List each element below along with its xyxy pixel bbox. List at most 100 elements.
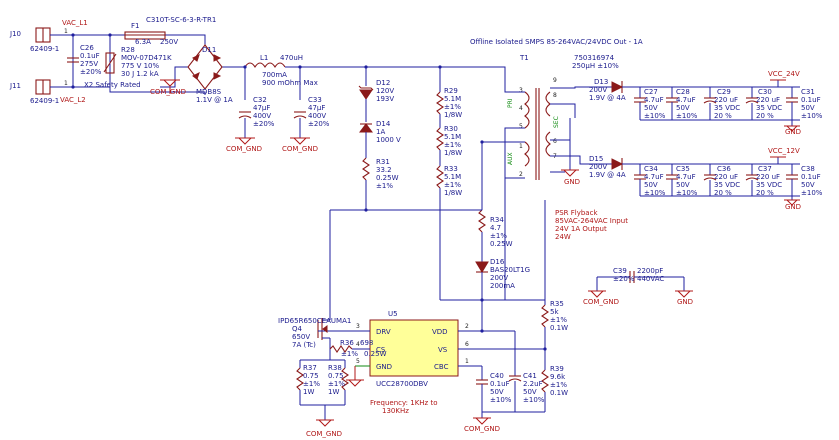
svg-text:X2 Safety Rated: X2 Safety Rated: [84, 81, 141, 89]
svg-text:R36: R36: [340, 339, 354, 347]
svg-text:35 VDC: 35 VDC: [714, 181, 740, 189]
svg-text:698: 698: [360, 339, 373, 347]
svg-text:220 uF: 220 uF: [756, 96, 780, 104]
svg-text:2: 2: [519, 171, 523, 178]
svg-text:COM_GND: COM_GND: [150, 88, 186, 96]
svg-text:R39: R39: [550, 365, 564, 373]
svg-text:±20%: ±20%: [613, 275, 635, 283]
svg-text:GND: GND: [785, 203, 801, 211]
svg-text:200V: 200V: [490, 274, 508, 282]
svg-text:±1%: ±1%: [444, 103, 461, 111]
input-wires: [50, 34, 301, 100]
svg-text:±1%: ±1%: [341, 350, 358, 358]
capacitor-c38: C38 0.1uF 50V ±10%: [786, 164, 823, 197]
svg-text:DRV: DRV: [376, 328, 391, 336]
diode-d13: D13 200V 1.9V @ 4A: [589, 78, 800, 102]
svg-text:2.2uF: 2.2uF: [523, 380, 543, 388]
svg-text:D11: D11: [202, 46, 216, 54]
bridge-rectifier-d11: D11 MDB8S 1.1V @ 1A: [187, 44, 233, 104]
svg-text:SEC: SEC: [553, 116, 560, 128]
svg-text:C30: C30: [758, 88, 772, 96]
svg-text:0.1uF: 0.1uF: [801, 173, 821, 181]
svg-text:D12: D12: [376, 79, 390, 87]
svg-text:±1%: ±1%: [550, 316, 567, 324]
svg-text:250μH ±10%: 250μH ±10%: [572, 62, 619, 70]
capacitor-c39: COM_GND GND C39 2200pF ±20% 440VAC: [583, 267, 693, 306]
svg-text:50V: 50V: [676, 181, 690, 189]
svg-text:47μF: 47μF: [253, 104, 270, 112]
svg-text:COM_GND: COM_GND: [306, 430, 342, 438]
resistor-r34: R34 4.7 ±1% 0.25W: [478, 209, 513, 262]
capacitor-c35: C35 4.7uF 50V ±10%: [666, 164, 698, 197]
svg-text:C310T-SC-6-3-R-TR1: C310T-SC-6-3-R-TR1: [146, 16, 216, 24]
mosfet-q4: IPD65R650CEAUMA1 Q4 650V 7A (Tc): [278, 210, 351, 360]
svg-text:1000 V: 1000 V: [376, 136, 401, 144]
svg-text:440VAC: 440VAC: [637, 275, 664, 283]
resistor-r35: R35 5k ±1% 0.1W: [541, 300, 568, 370]
svg-text:C37: C37: [758, 165, 772, 173]
svg-text:5: 5: [519, 123, 523, 130]
svg-text:±10%: ±10%: [644, 189, 666, 197]
svg-text:C38: C38: [801, 165, 815, 173]
svg-text:MDB8S: MDB8S: [196, 88, 222, 96]
diode-d16: D16 BAS20LT1G 200V 200mA: [475, 258, 530, 330]
svg-text:200V: 200V: [589, 86, 607, 94]
svg-text:T1: T1: [519, 54, 529, 62]
svg-text:1/8W: 1/8W: [444, 111, 462, 119]
fuse-f1: F1 6.3A C310T-SC-6-3-R-TR1 250V: [124, 16, 216, 46]
svg-text:4.7uF: 4.7uF: [676, 173, 696, 181]
svg-text:5k: 5k: [550, 308, 559, 316]
svg-text:C35: C35: [676, 165, 690, 173]
svg-text:5.1M: 5.1M: [444, 95, 461, 103]
svg-text:33.2: 33.2: [376, 166, 392, 174]
svg-text:J10: J10: [9, 30, 21, 38]
svg-text:C28: C28: [676, 88, 690, 96]
svg-text:1A: 1A: [376, 128, 385, 136]
resistor-r36: R36 698 ±1% 0.25W: [329, 339, 387, 358]
svg-text:D16: D16: [490, 258, 505, 266]
svg-text:±10%: ±10%: [644, 112, 666, 120]
svg-text:0.25W: 0.25W: [364, 350, 387, 358]
svg-text:4.7uF: 4.7uF: [676, 96, 696, 104]
svg-text:220 uF: 220 uF: [714, 96, 738, 104]
svg-text:1.9V @ 4A: 1.9V @ 4A: [589, 171, 626, 179]
svg-text:20 %: 20 %: [714, 112, 732, 120]
svg-text:VAC_L1: VAC_L1: [62, 19, 88, 27]
svg-text:1.9V @ 4A: 1.9V @ 4A: [589, 94, 626, 102]
svg-text:200mA: 200mA: [490, 282, 515, 290]
svg-text:GND: GND: [564, 178, 580, 186]
svg-text:35 VDC: 35 VDC: [756, 181, 782, 189]
svg-text:4: 4: [356, 341, 360, 348]
svg-text:R38: R38: [328, 364, 342, 372]
inductor-l1: L1 470uH 700mA 900 mOhm Max: [244, 54, 440, 87]
resistor-r31: R31 33.2 0.25W ±1%: [376, 158, 399, 190]
svg-text:VCC_12V: VCC_12V: [768, 147, 800, 155]
svg-text:IPD65R650CEAUMA1: IPD65R650CEAUMA1: [278, 317, 351, 325]
svg-text:0.1uF: 0.1uF: [801, 96, 821, 104]
svg-text:20 %: 20 %: [756, 112, 774, 120]
svg-text:VAC_L2: VAC_L2: [60, 96, 86, 104]
svg-text:±10%: ±10%: [801, 112, 823, 120]
svg-text:6: 6: [465, 341, 469, 348]
svg-text:20 %: 20 %: [756, 189, 774, 197]
svg-text:4: 4: [519, 105, 523, 112]
svg-text:1.1V @ 1A: 1.1V @ 1A: [196, 96, 233, 104]
psr-note: PSR Flyback 85VAC-264VAC Input 24V 1A Ou…: [555, 209, 628, 241]
svg-text:Q4: Q4: [292, 325, 303, 333]
diode-d14: D14 1A 1000 V: [376, 120, 401, 144]
svg-text:5.1M: 5.1M: [444, 133, 461, 141]
capacitor-c37: C37 220 uF 35 VDC 20 %: [745, 164, 782, 197]
svg-text:±1%: ±1%: [303, 380, 320, 388]
svg-text:50V: 50V: [801, 104, 815, 112]
svg-text:1W: 1W: [303, 388, 314, 396]
svg-text:COM_GND: COM_GND: [282, 145, 318, 153]
svg-text:900 mOhm Max: 900 mOhm Max: [262, 79, 318, 87]
svg-text:62409-1: 62409-1: [30, 97, 59, 105]
svg-text:D14: D14: [376, 120, 391, 128]
svg-text:R33: R33: [444, 165, 458, 173]
svg-text:1: 1: [64, 28, 68, 35]
svg-text:750316974: 750316974: [574, 54, 615, 62]
capacitor-c36: C36 220 uF 35 VDC 20 %: [703, 164, 740, 197]
svg-text:0.1uF: 0.1uF: [80, 52, 100, 60]
schematic-title: Offline Isolated SMPS 85-264VAC/24VDC Ou…: [470, 38, 643, 46]
